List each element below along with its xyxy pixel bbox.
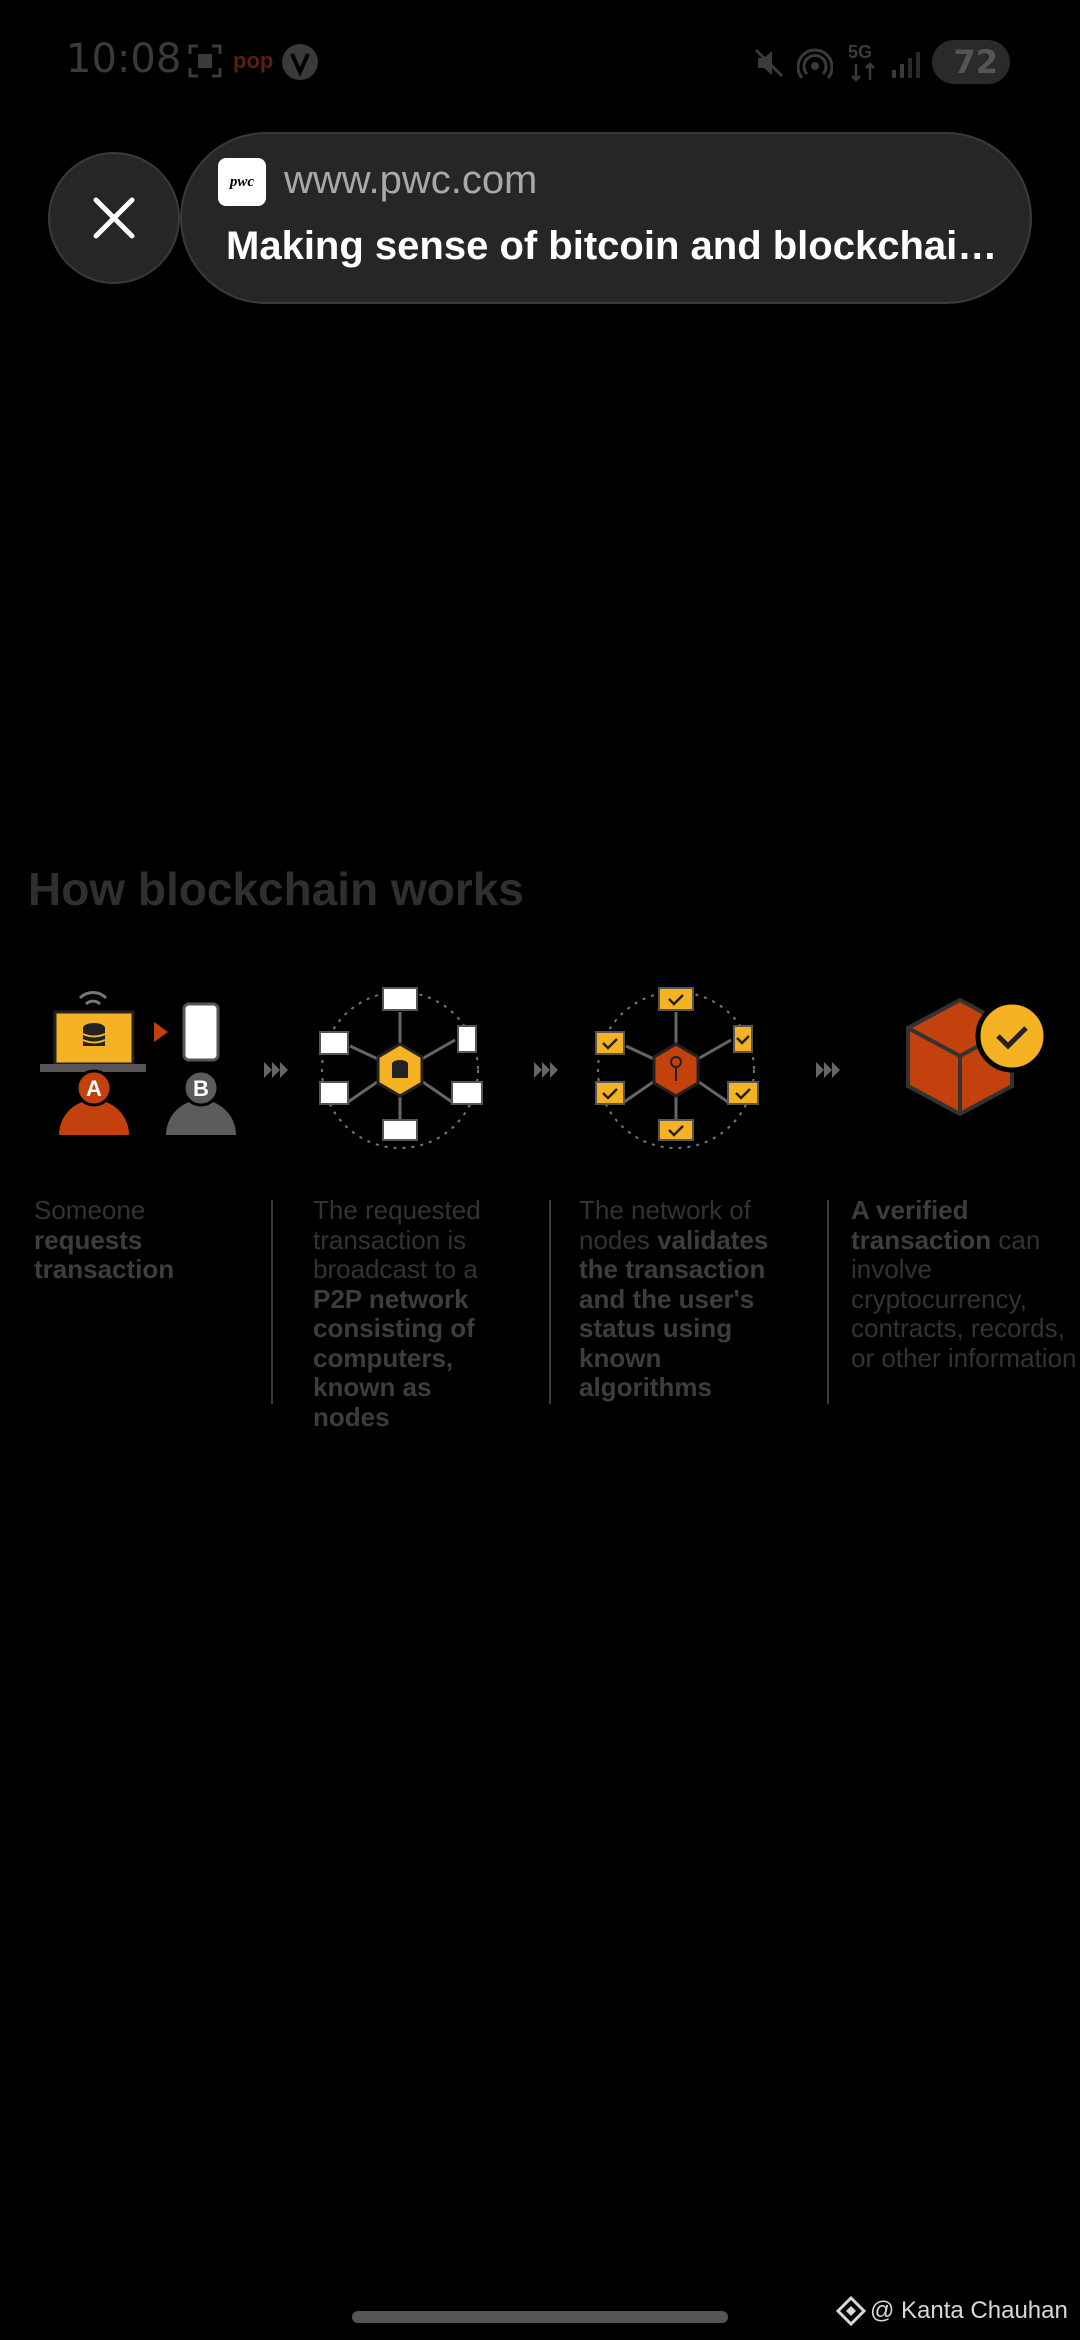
divider xyxy=(549,1200,551,1404)
status-time: 10:08 xyxy=(66,36,182,82)
close-icon xyxy=(93,197,135,239)
step4-verified-block-icon xyxy=(906,997,1049,1117)
status-bar: 10:08 pop 5G 72 xyxy=(0,0,1080,120)
arrow-icon-2 xyxy=(534,1062,558,1078)
home-indicator[interactable] xyxy=(352,2311,728,2323)
url-text: www.pwc.com xyxy=(284,158,538,202)
step2-network-icon xyxy=(319,987,483,1149)
url-bar[interactable]: pwc www.pwc.com Making sense of bitcoin … xyxy=(180,132,1032,304)
step-2-caption: The requested transaction is broadcast t… xyxy=(313,1195,481,1432)
arrow-icon-1 xyxy=(264,1062,288,1078)
arrow-icon-3 xyxy=(816,1062,840,1078)
divider xyxy=(827,1200,829,1404)
user-a-label: A xyxy=(86,1076,102,1101)
diamond-logo-icon xyxy=(836,2296,866,2326)
watermark: @ Kanta Chauhan xyxy=(836,2296,1068,2326)
divider xyxy=(271,1200,273,1404)
step3-validation-icon xyxy=(595,987,759,1149)
step-4-caption: A verified transaction can involve crypt… xyxy=(851,1195,1077,1373)
user-b-label: B xyxy=(193,1076,209,1101)
mute-icon xyxy=(754,48,784,78)
watermark-text: @ Kanta Chauhan xyxy=(870,2297,1068,2324)
hotspot-icon xyxy=(797,48,833,79)
close-button[interactable] xyxy=(48,152,180,284)
step1-request-icon: A B xyxy=(40,991,236,1135)
blockchain-steps-illustration: A B xyxy=(40,987,1049,1149)
page-title: Making sense of bitcoin and blockchai… xyxy=(226,224,998,268)
signal-icon xyxy=(892,52,920,78)
step-3-caption: The network of nodes validates the trans… xyxy=(579,1195,769,1402)
5g-icon: 5G xyxy=(848,42,875,82)
pop-label: pop xyxy=(233,48,274,73)
step-1-caption: Someone requests transaction xyxy=(34,1195,175,1284)
vpn-icon xyxy=(282,44,318,80)
battery-icon: 72 xyxy=(932,40,1010,84)
screen-record-icon xyxy=(188,44,222,78)
infographic-heading: How blockchain works xyxy=(28,863,524,915)
svg-text:5G: 5G xyxy=(848,42,872,62)
pwc-favicon: pwc xyxy=(218,158,266,206)
battery-level: 72 xyxy=(953,43,998,81)
